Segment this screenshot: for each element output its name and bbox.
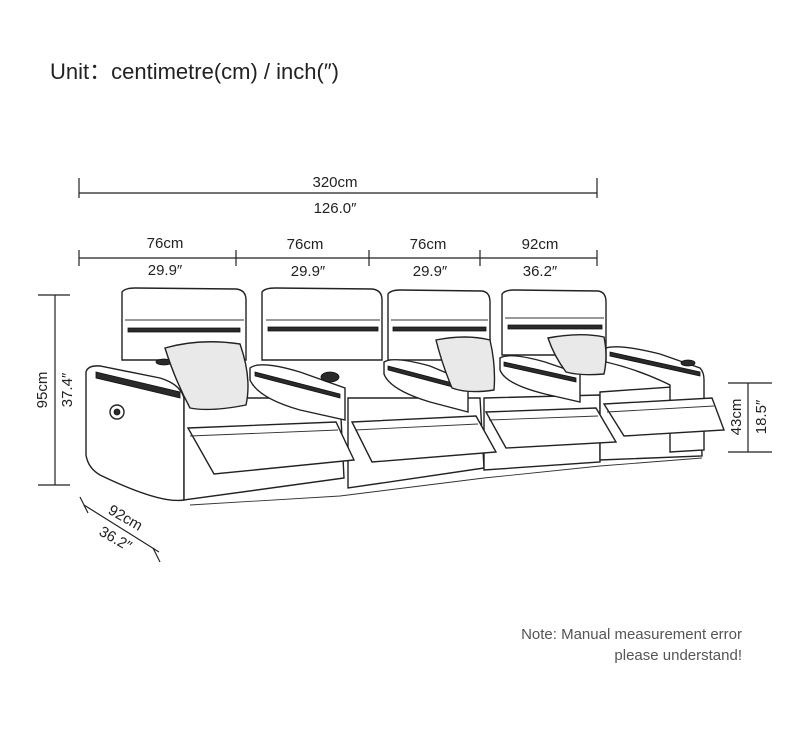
- cup-holder-1: [320, 371, 340, 383]
- seat-4-width-in: 36.2″: [523, 263, 558, 280]
- seat-4-width-cm: 92cm: [522, 236, 559, 253]
- seat-3-width-cm: 76cm: [410, 236, 447, 253]
- footrest-1: [186, 421, 356, 475]
- footrest-2: [350, 415, 498, 463]
- height-cm: 95cm: [34, 372, 51, 409]
- note-line-2: please understand!: [614, 647, 742, 664]
- footrest-4: [602, 397, 725, 437]
- pillow-1: [164, 341, 249, 411]
- total-width-dimension: 320cm 126.0″: [78, 174, 598, 217]
- seat-1-width-cm: 76cm: [147, 235, 184, 252]
- seat-2-backrest: [261, 287, 383, 361]
- seat-width-dimensions: 76cm 29.9″ 76cm 29.9″ 76cm 29.9″ 92cm 36…: [78, 235, 598, 280]
- unit-title: Unit：centimetre(cm) / inch(″): [50, 59, 339, 84]
- total-width-in: 126.0″: [314, 200, 358, 217]
- seat-height-in: 18.5″: [753, 399, 770, 434]
- cup-holder-4: [680, 359, 696, 367]
- pillow-2: [435, 336, 496, 393]
- pillow-3: [547, 334, 607, 376]
- measurement-note: Note: Manual measurement error please un…: [521, 624, 742, 666]
- seat-2-width-cm: 76cm: [287, 236, 324, 253]
- seat-height-cm: 43cm: [728, 399, 745, 436]
- seat-3-width-in: 29.9″: [413, 263, 448, 280]
- seat-height-dimension: 43cm 18.5″: [728, 382, 772, 453]
- seat-2-width-in: 29.9″: [291, 263, 326, 280]
- recliner-sofa-drawing: [85, 287, 725, 506]
- note-line-1: Note: Manual measurement error: [521, 626, 742, 643]
- depth-dimension: 92cm 36.2″: [79, 496, 161, 563]
- seat-1-width-in: 29.9″: [148, 262, 183, 279]
- footrest-3: [484, 407, 618, 449]
- total-width-cm: 320cm: [312, 174, 357, 191]
- height-in: 37.4″: [59, 372, 76, 407]
- height-dimension: 95cm 37.4″: [34, 294, 76, 486]
